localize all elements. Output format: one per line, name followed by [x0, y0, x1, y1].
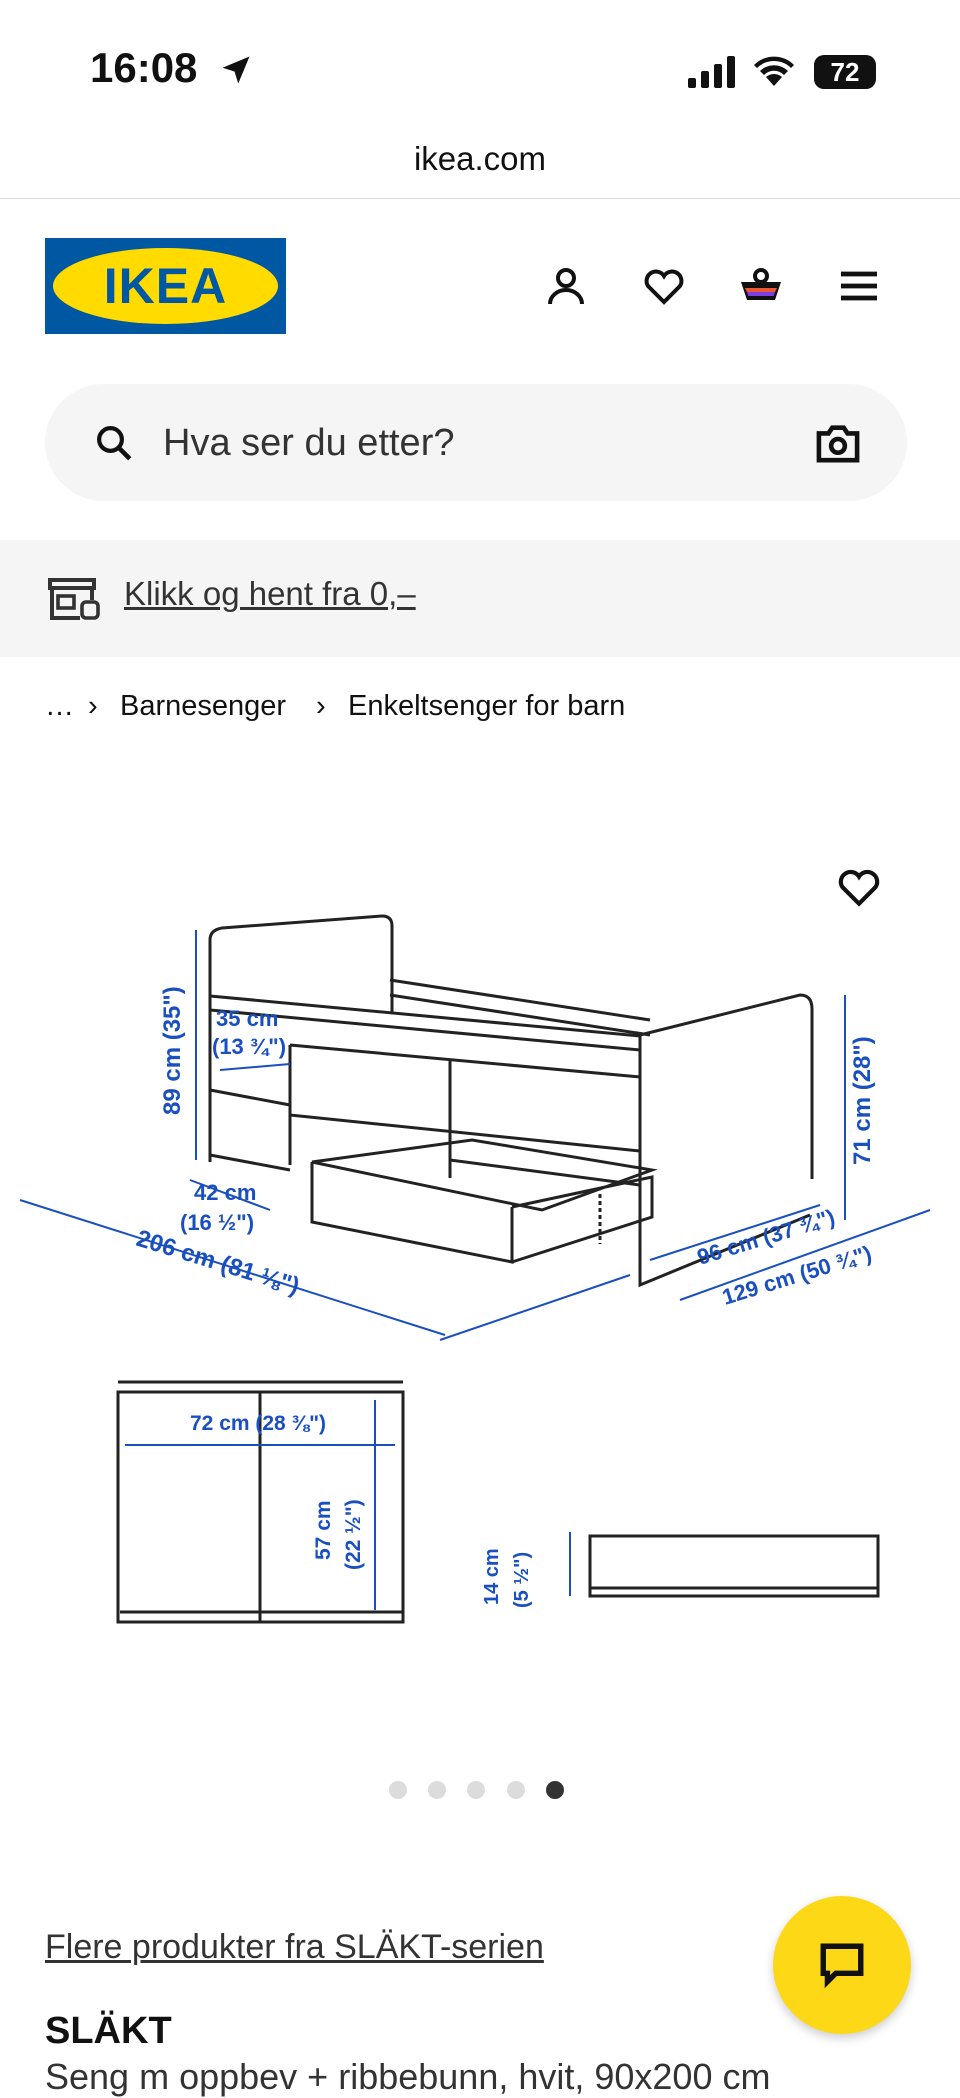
drawer-dimension-lines	[125, 1400, 571, 1610]
dimension-drawer-width: 72 cm (28 ⅜")	[190, 1412, 326, 1435]
chevron-right-icon: ›	[88, 690, 98, 722]
battery-indicator: 72	[814, 55, 876, 89]
dimension-side-height: 71 cm (28")	[849, 1036, 876, 1165]
dimension-length: 206 cm (81 ⅛")	[133, 1225, 302, 1300]
bed-drawing	[208, 914, 814, 1288]
dimension-shelf-width-in: (13 ¾")	[212, 1034, 286, 1059]
product-dimension-image[interactable]: 89 cm (35") 35 cm (13 ¾") 71 cm (28") 42…	[0, 900, 960, 1640]
dimension-height: 89 cm (35")	[159, 986, 186, 1115]
dimension-drawer-height: 14 cm	[481, 1548, 503, 1605]
status-time: 16:08	[90, 44, 198, 91]
dimension-shelf-depth-in: (16 ½")	[180, 1210, 254, 1235]
dimension-lines	[19, 930, 931, 1341]
breadcrumb-ellipsis[interactable]: …	[45, 690, 74, 722]
drawer-drawings	[116, 1380, 880, 1624]
carousel-dot-1[interactable]	[389, 1781, 407, 1799]
store-icon	[48, 578, 100, 620]
breadcrumb-item-enkeltsenger[interactable]: Enkeltsenger for barn	[348, 690, 626, 722]
menu-icon[interactable]	[835, 262, 883, 310]
wifi-icon	[754, 56, 794, 86]
battery-level: 72	[830, 57, 860, 87]
carousel-dot-4[interactable]	[507, 1781, 525, 1799]
series-link[interactable]: Flere produkter fra SLÄKT-serien	[45, 1928, 544, 1966]
carousel-dot-5-active[interactable]	[546, 1781, 564, 1799]
product-name: SLÄKT	[45, 2010, 172, 2052]
url-bar[interactable]: ikea.com	[413, 140, 547, 177]
location-arrow-icon	[222, 56, 250, 84]
chat-button[interactable]	[773, 1896, 911, 2034]
logo-text: IKEA	[53, 248, 278, 324]
chat-icon	[820, 1943, 864, 1989]
dimension-drawer-depth-in: (22 ½")	[342, 1499, 365, 1570]
divider	[0, 198, 960, 199]
product-description: Seng m oppbev + ribbebunn, hvit, 90x200 …	[45, 2056, 771, 2097]
breadcrumb-item-barnesenger[interactable]: Barnesenger	[120, 690, 287, 722]
ikea-logo[interactable]: IKEA	[45, 238, 286, 334]
click-collect-banner[interactable]: Klikk og hent fra 0,–	[0, 540, 960, 657]
user-icon[interactable]	[542, 262, 590, 310]
carousel-dot-2[interactable]	[428, 1781, 446, 1799]
favorite-heart-icon[interactable]	[834, 862, 884, 912]
chevron-right-icon: ›	[316, 690, 326, 722]
carousel-dot-3[interactable]	[467, 1781, 485, 1799]
camera-icon[interactable]	[815, 422, 861, 464]
dimension-drawer-height-in: (5 ½")	[511, 1552, 533, 1608]
banner-link[interactable]: Klikk og hent fra 0,–	[124, 575, 416, 612]
dimension-shelf-depth: 42 cm	[194, 1180, 256, 1205]
dimension-shelf-width: 35 cm	[216, 1006, 278, 1031]
search-input[interactable]: Hva ser du etter?	[45, 384, 907, 501]
basket-icon[interactable]	[737, 262, 785, 310]
signal-icon	[688, 56, 735, 88]
search-placeholder: Hva ser du etter?	[163, 422, 455, 464]
dimension-drawer-depth: 57 cm	[312, 1500, 335, 1560]
search-icon	[97, 426, 132, 461]
heart-icon[interactable]	[640, 262, 688, 310]
